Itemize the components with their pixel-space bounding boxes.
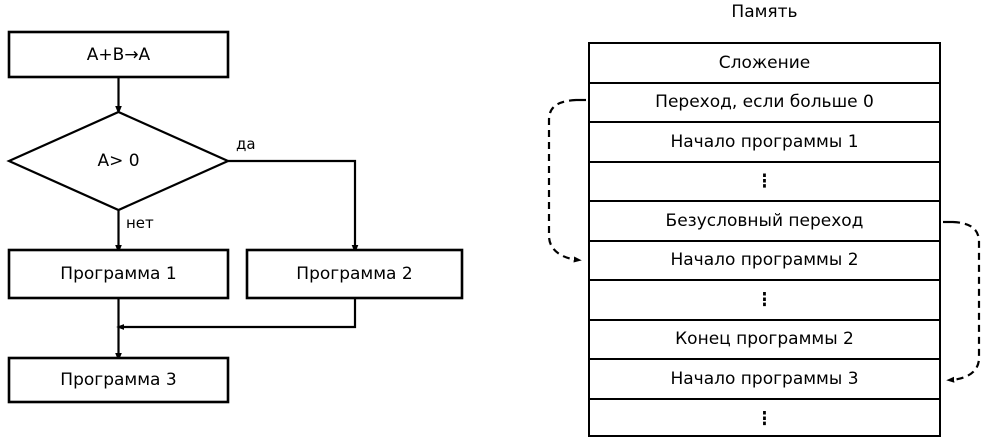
memory-table: Сложение Переход, если больше 0 Начало п… (588, 42, 941, 437)
memory-cell-ellipsis: ⋮ (756, 407, 773, 430)
memory-cell-label: Начало программы 1 (670, 131, 859, 152)
memory-cell-label: Конец программы 2 (675, 329, 854, 350)
node-prog3-label: Программа 3 (60, 370, 177, 390)
memory-cell-ellipsis: ⋮ (756, 169, 773, 192)
node-prog3-shape (7, 356, 230, 404)
edge-prog2-to-merge (116, 298, 357, 330)
memory-row-8: Начало программы 3 (590, 360, 939, 400)
memory-cell-label: Безусловный переход (665, 210, 864, 231)
edge-decision-to-prog2 (228, 159, 359, 254)
node-assign-label: A+B→A (86, 44, 151, 65)
node-prog2-label: Программа 2 (296, 264, 413, 284)
jump-arrow-unconditional-curve (946, 220, 981, 383)
memory-row-0: Сложение (590, 44, 939, 84)
memory-row-3: ⋮ (590, 163, 939, 202)
node-assign-shape (7, 30, 230, 79)
memory-row-4: Безусловный переход (590, 202, 939, 242)
memory-cell-label: Сложение (718, 52, 811, 73)
memory-row-7: Конец программы 2 (590, 321, 939, 360)
node-prog2-shape (245, 248, 464, 300)
memory-title: Память (731, 2, 798, 22)
memory-cell-label: Начало программы 3 (670, 368, 859, 389)
memory-row-5: Начало программы 2 (590, 242, 939, 281)
memory-row-1: Переход, если больше 0 (590, 84, 939, 123)
memory-row-6: ⋮ (590, 281, 939, 321)
edge-label-no: нет (126, 214, 154, 232)
memory-cell-ellipsis: ⋮ (756, 288, 773, 311)
memory-row-2: Начало программы 1 (590, 123, 939, 163)
memory-cell-label: Начало программы 2 (670, 250, 859, 271)
edge-label-yes: да (236, 135, 256, 153)
memory-cell-label: Переход, если больше 0 (655, 92, 874, 113)
node-prog1-label: Программа 1 (60, 264, 177, 284)
node-decision-label: A> 0 (97, 151, 140, 171)
jump-arrow-conditional-curve (547, 98, 582, 263)
memory-row-9: ⋮ (590, 400, 939, 440)
node-prog1-shape (7, 248, 230, 300)
